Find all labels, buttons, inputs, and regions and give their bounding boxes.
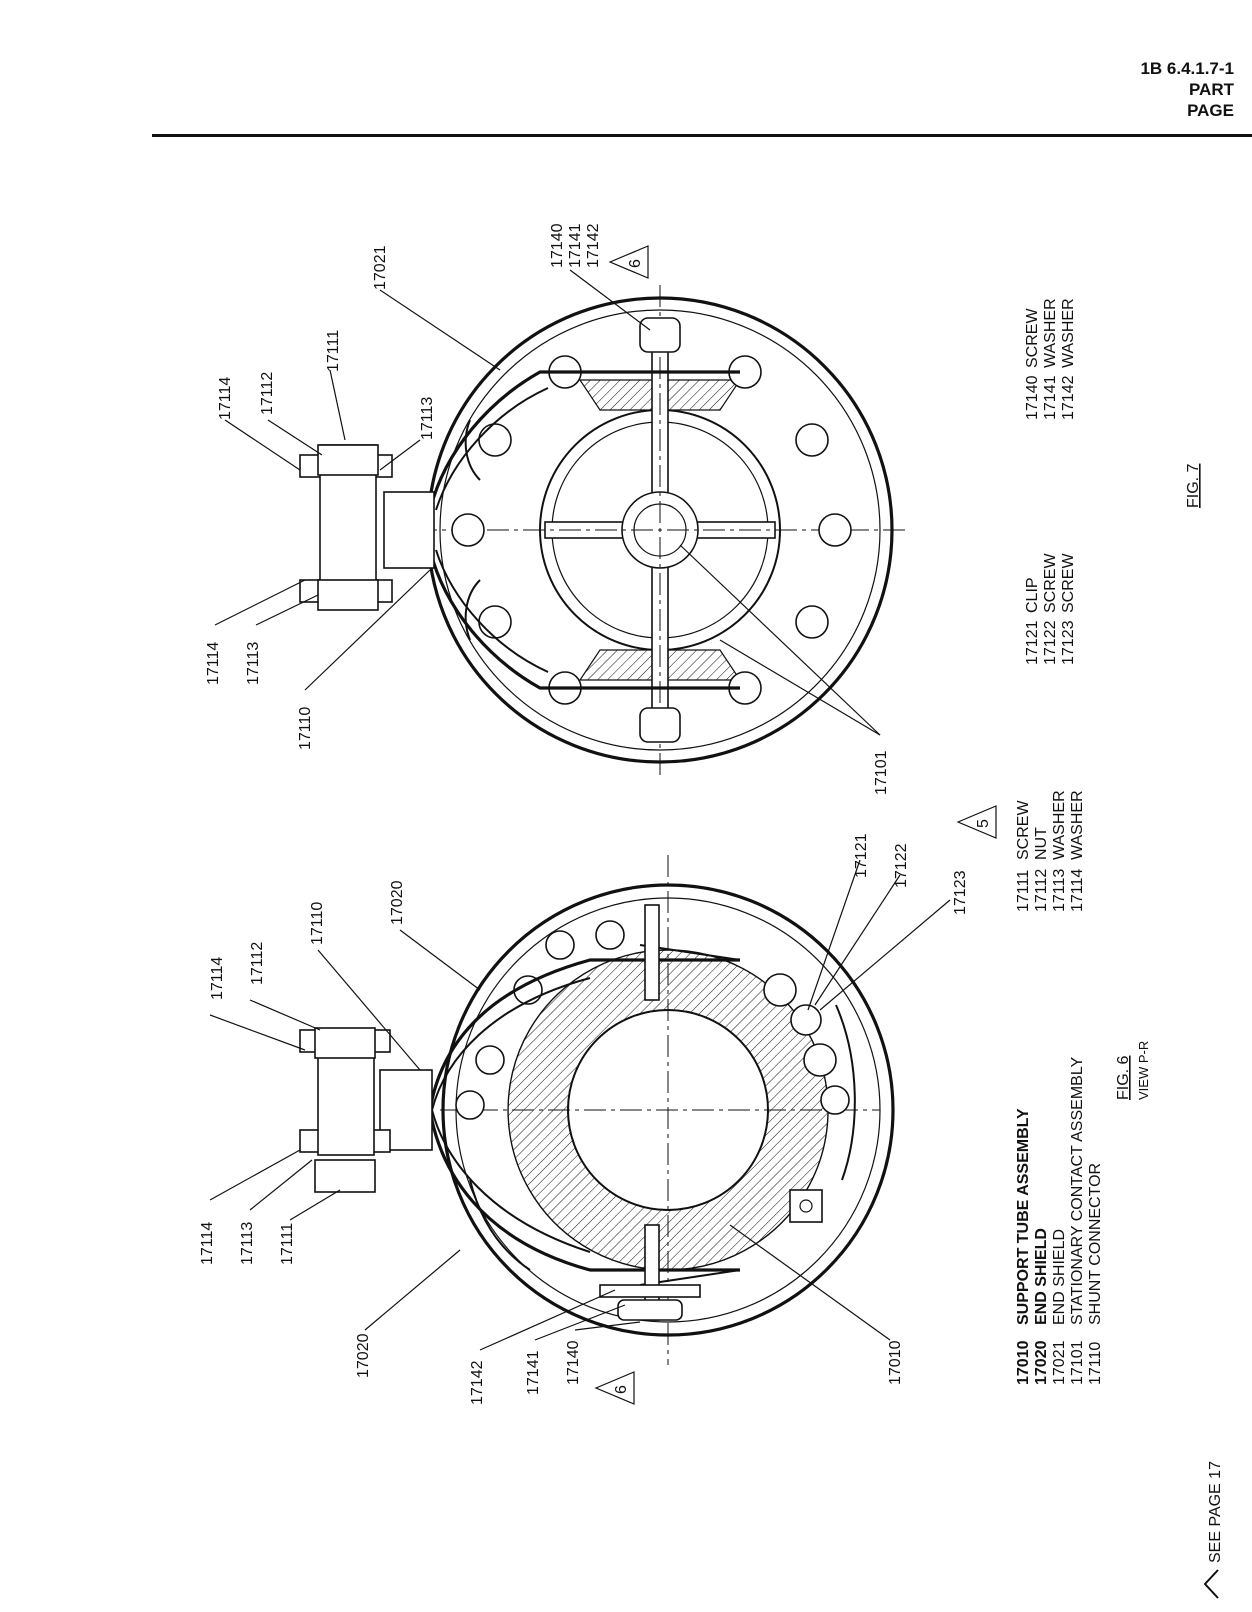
fig7-clamp-stem [383,491,435,569]
page-header: 1B 6.4.1.7-1 PART PAGE [1140,58,1234,121]
fig7-callout: 17141 [567,223,584,268]
fig6-contact-screw-top [644,904,660,1001]
parts-list-number: 17141 [1042,375,1059,420]
fig6-title-block: FIG. 6 VIEW P-R [1115,1041,1151,1100]
note-triangle-icon [1203,1569,1219,1599]
fig7-shunt-connector [428,370,740,690]
parts-list-description: WASHER [1051,790,1068,860]
fig7-callout: 17140 [549,223,566,268]
svg-text:5: 5 [975,819,992,828]
parts-list-description: WASHER [1042,298,1059,368]
fig6-callout: 17114 [209,957,226,1000]
fig6-title: FIG. 6 [1115,1055,1132,1100]
svg-text:6: 6 [627,259,644,268]
parts-list-number: 17020 [1033,1340,1050,1385]
svg-text:6: 6 [613,1385,630,1394]
fig6-callout: 17114 [199,1222,216,1265]
fig6-shunt-connector [428,958,740,1272]
fig6-block [789,1189,823,1223]
parts-list-number: 17021 [1051,1340,1068,1385]
fig6-drawing [299,855,895,1365]
fig6-callout: 17121 [853,833,870,878]
fig7-callout: 17101 [873,750,890,795]
parts-list-number: 17142 [1060,375,1077,420]
parts-list-number: 17110 [1087,1342,1104,1385]
fig7-nut-bottom [317,579,379,611]
parts-list-description: SCREW [1060,553,1077,613]
parts-list-description: SCREW [1042,553,1059,613]
parts-list-description: SUPPORT TUBE ASSEMBLY [1015,1108,1032,1325]
page-label: PAGE [1187,101,1234,120]
parts-list-description: STATIONARY CONTACT ASSEMBLY [1069,1056,1086,1325]
fig6-nut-top [314,1027,376,1059]
fig6-nut-bottom [314,1159,376,1193]
fig7-end-screw-bottom [639,707,681,743]
fig6-callout: 17020 [389,880,406,925]
parts-list-number: 17112 [1033,869,1050,912]
parts-list-description: SHUNT CONNECTOR [1087,1163,1104,1325]
parts-list-number: 17121 [1024,620,1041,665]
parts-list-description: CLIP [1024,577,1041,613]
parts-list-number: 17122 [1042,620,1059,665]
fig7-callout: 17110 [297,707,314,750]
parts-list-number: 17140 [1024,375,1041,420]
parts-list-number: 17123 [1060,620,1077,665]
fig6-subtitle: VIEW P-R [1136,1041,1151,1100]
fig7-drawing [299,285,910,775]
parts-list-description: WASHER [1069,790,1086,860]
fig6-callout: 17010 [887,1340,904,1385]
fig6-note-triangle-6: 6 [594,1371,635,1405]
fig7-callouts: 17021 17140 17141 17142 17114 17112 1711… [205,223,890,795]
fig6-clip [790,1004,822,1036]
parts-list-description: SCREW [1015,800,1032,860]
fig6-callout: 17020 [355,1333,372,1378]
fig7-end-screw-top [639,317,681,353]
parts-list-description: SCREW [1024,308,1041,368]
fig6-note-triangle-5: 5 [956,805,997,839]
fig7-callout: 17112 [259,372,276,415]
fig6-callout: 17141 [525,1350,542,1395]
parts-list-description: END SHIELD [1033,1228,1050,1325]
fig7-title-block: FIG. 7 [1185,463,1202,508]
fig6-callout: 17122 [893,843,910,888]
parts-list-description: WASHER [1060,298,1077,368]
fig6-callout: 17110 [309,902,326,945]
fig7-end-shield-inner [439,309,881,751]
parts-list-number: 17010 [1015,1340,1032,1385]
fig6-callout: 17111 [279,1223,296,1265]
fig6-callout: 17113 [239,1222,256,1265]
fig7-callout: 17142 [585,223,602,268]
fig7-note-triangle-6: 6 [608,245,649,279]
fig7-callout: 17113 [419,397,436,440]
fig6-callouts: 17114 17112 17110 17020 17121 17122 1712… [199,833,969,1405]
part-label: PART [1188,80,1234,99]
fig6-leaders [209,859,951,1351]
fig6-callout: 17112 [249,942,266,985]
fig7-callout: 17113 [245,642,262,685]
fig7-leaders [214,269,881,736]
footnote-text: SEE PAGE 17 [1207,1461,1224,1563]
doc-number: 1B 6.4.1.7-1 [1140,59,1234,78]
fig7-nut-top [317,444,379,476]
fig6-callout: 17140 [565,1340,582,1385]
fig7-callout: 17111 [325,330,342,372]
fig7-title: FIG. 7 [1185,463,1202,508]
fig7-callout: 17021 [372,245,389,290]
parts-list-description: NUT [1033,827,1050,860]
parts-list-description: END SHIELD [1051,1229,1068,1325]
header-rule [152,134,1252,137]
parts-list-number: 17114 [1069,869,1086,912]
fig6-bolt-holes [455,920,850,1120]
parts-list-number: 17111 [1015,870,1032,912]
footnote: SEE PAGE 17 [1203,1461,1224,1599]
fig6-callout: 17142 [469,1360,486,1405]
fig6-callout: 17123 [952,870,969,915]
fig7-callout: 17114 [217,377,234,420]
parts-list-number: 17101 [1069,1340,1086,1385]
parts-list-number: 17113 [1051,869,1068,912]
fig7-callout: 17114 [205,642,222,685]
